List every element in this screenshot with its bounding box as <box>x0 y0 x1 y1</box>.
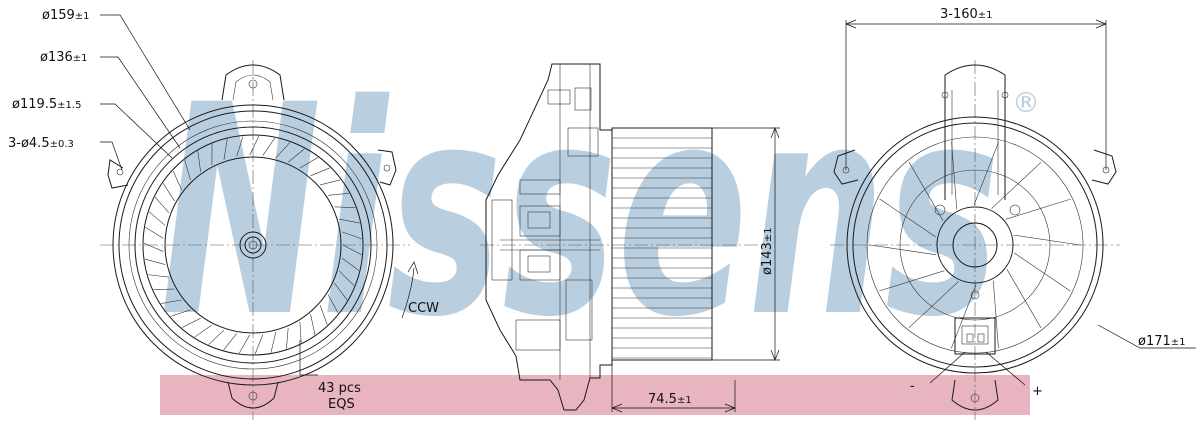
plus-label: + <box>1032 384 1043 399</box>
rib <box>908 281 959 329</box>
blade <box>181 317 201 328</box>
blade <box>327 294 339 314</box>
blade <box>341 257 360 271</box>
rib <box>992 280 999 349</box>
pitch-label: 3-160±1 <box>940 7 993 22</box>
blade <box>339 218 360 224</box>
d136-label: ø136±1 <box>40 50 88 65</box>
rear-bracket-arm <box>944 64 1006 200</box>
front-view: ø159±1 ø136±1 ø119.5±1.5 3-ø4.5±0.3 CCW … <box>8 8 439 420</box>
side-view: ø143±1 74.5±1 <box>480 63 780 413</box>
rib <box>991 161 1042 209</box>
width-label: 74.5±1 <box>648 392 692 407</box>
lug-right <box>377 149 397 186</box>
blade <box>341 231 362 240</box>
minus-label: - <box>910 379 915 394</box>
connector <box>954 317 996 355</box>
wheel-body <box>611 127 713 361</box>
blade <box>270 332 277 353</box>
rib <box>973 141 999 206</box>
rear-lug-left <box>833 149 859 185</box>
rear-ribs <box>868 141 1082 349</box>
d119-label: ø119.5±1.5 <box>12 97 81 112</box>
blade <box>148 211 166 226</box>
blade <box>288 148 305 163</box>
blade <box>286 327 289 349</box>
blade <box>223 139 228 160</box>
rear-lug-bottom <box>951 379 999 411</box>
blades-spacing-label: EQS <box>328 397 355 412</box>
rear-view: - + 3-160±1 ø171±1 <box>830 7 1196 420</box>
rotation-arrow <box>401 267 415 319</box>
height-label: ø143±1 <box>760 227 775 275</box>
d159-label: ø159±1 <box>42 8 90 23</box>
rib <box>879 270 945 292</box>
rib <box>868 244 937 256</box>
blade <box>154 196 170 214</box>
rear-outer-ring <box>846 116 1104 374</box>
blade <box>249 136 260 156</box>
impeller-blades <box>143 136 362 355</box>
blade <box>334 206 356 209</box>
blade <box>194 324 213 338</box>
watermark-text: Nissens <box>160 44 1000 381</box>
rib <box>879 198 936 238</box>
blade <box>143 242 164 252</box>
blade <box>328 192 349 196</box>
blade <box>338 270 355 286</box>
wheel-slats <box>612 137 712 359</box>
blade <box>172 170 183 191</box>
rib <box>1014 252 1071 292</box>
rear-lug-right <box>1091 149 1117 185</box>
rib <box>908 161 944 221</box>
blade <box>299 157 319 169</box>
rear-hub <box>936 206 1014 284</box>
d171-label: ø171±1 <box>1138 334 1186 349</box>
motor-housing <box>485 63 613 411</box>
blade <box>144 258 166 265</box>
lug-bottom <box>227 381 279 409</box>
rotation-label: CCW <box>408 301 439 316</box>
blade <box>319 179 341 186</box>
blade <box>145 227 164 239</box>
rib <box>951 141 958 210</box>
blade <box>319 304 328 325</box>
blade <box>299 321 302 343</box>
outer-ring <box>112 104 394 386</box>
blade <box>334 283 348 301</box>
blade <box>170 309 191 317</box>
wheel-outer <box>142 134 364 356</box>
blade <box>197 150 201 172</box>
lug-left <box>107 159 129 189</box>
blade <box>310 314 316 335</box>
blade <box>161 299 182 304</box>
blade <box>254 334 264 355</box>
blade <box>208 329 225 345</box>
blades-count-label: 43 pcs <box>318 381 361 396</box>
blade <box>262 137 275 156</box>
blade <box>223 333 237 351</box>
blade <box>275 142 291 159</box>
blade <box>153 288 175 290</box>
rib <box>1005 198 1071 220</box>
registered-mark: ® <box>1012 86 1040 119</box>
rib <box>1006 269 1042 329</box>
holes-label: 3-ø4.5±0.3 <box>8 136 74 151</box>
rib <box>1013 234 1082 246</box>
blade <box>162 183 175 202</box>
blade <box>310 167 331 177</box>
blade <box>184 159 191 181</box>
blade <box>236 136 244 157</box>
hub <box>239 231 267 259</box>
blade <box>238 334 250 354</box>
pink-band <box>160 375 1030 415</box>
blade <box>342 244 362 256</box>
lug-top <box>221 64 285 101</box>
blade <box>148 274 169 278</box>
